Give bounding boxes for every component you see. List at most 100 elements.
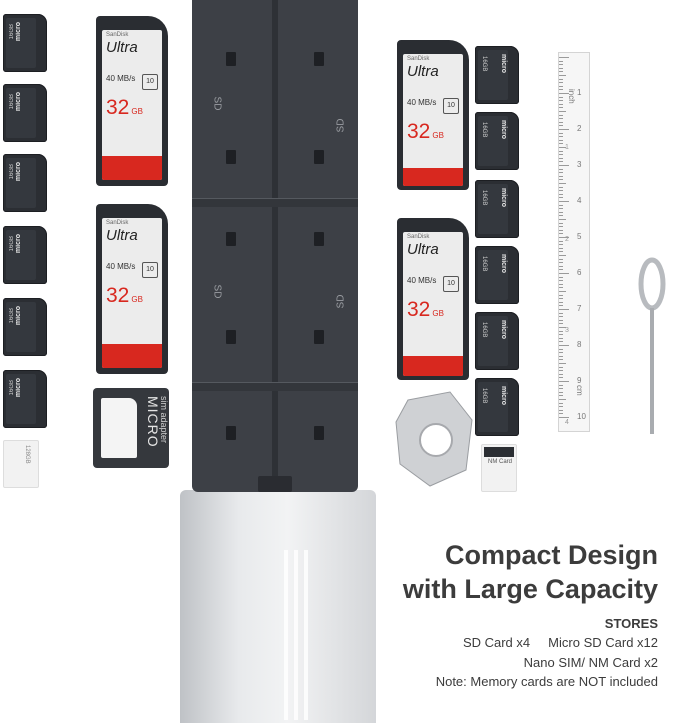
ruler-tick xyxy=(559,359,563,361)
ruler-tick xyxy=(559,399,566,400)
sim-window xyxy=(101,398,137,458)
ruler-tick xyxy=(559,373,563,375)
ruler-tick xyxy=(559,287,563,289)
sd-capacity-unit: GB xyxy=(131,107,143,116)
micro-sd-label: micro xyxy=(15,22,22,42)
case-slot xyxy=(314,52,324,66)
pin-loop xyxy=(638,257,666,311)
stores-title: STORES xyxy=(604,616,658,631)
ruler-tick xyxy=(559,165,569,166)
sd-capacity-unit: GB xyxy=(131,295,143,304)
ruler-tick xyxy=(559,107,563,109)
ruler-tick xyxy=(559,291,566,292)
ruler-tick xyxy=(559,111,566,112)
sd-red-band xyxy=(403,356,463,376)
micro-sd-label: micro xyxy=(15,234,22,254)
ruler-tick xyxy=(559,85,563,87)
ruler-tick xyxy=(559,381,569,382)
ruler-tick xyxy=(559,114,563,116)
ruler-tick xyxy=(559,402,563,404)
ruler-tick xyxy=(559,121,563,123)
ruler-tick xyxy=(559,283,563,285)
ruler-tick xyxy=(559,370,563,372)
case-slot xyxy=(314,426,324,440)
case-rib xyxy=(192,382,358,391)
micro-sd-capacity: 16GB xyxy=(9,24,15,40)
micro-sd-capacity: 16GB xyxy=(481,388,487,404)
disc-hole xyxy=(419,423,453,457)
micro-sd-capacity: 16GB xyxy=(481,122,487,138)
ruler-tick xyxy=(559,237,569,238)
ruler-cm-number: 5 xyxy=(577,232,582,241)
ruler-tick xyxy=(559,193,563,195)
ruler-cm-number: 1 xyxy=(577,88,582,97)
stores-line-2: Nano SIM/ NM Card x2 xyxy=(523,655,658,670)
ruler-tick xyxy=(559,363,566,364)
ruler-tick xyxy=(559,201,569,202)
micro-sd-capacity: 16GB xyxy=(481,56,487,72)
case-slot xyxy=(226,150,236,164)
case-slot xyxy=(314,232,324,246)
ruler-tick xyxy=(559,341,563,343)
ruler-tick xyxy=(559,154,563,156)
ruler-tick xyxy=(559,273,569,274)
sd-model: Ultra xyxy=(407,63,439,80)
card-case-tray: SD SD SD SD xyxy=(192,0,358,492)
sd-model: Ultra xyxy=(106,39,138,56)
ruler-tick xyxy=(559,413,563,415)
adapter-subtitle: sim adapter xyxy=(159,396,169,444)
micro-sd-label: micro xyxy=(15,378,22,398)
ruler-tick xyxy=(559,312,563,314)
case-latch xyxy=(258,476,292,492)
micro-sd-capacity: 16GB xyxy=(9,380,15,396)
ruler-tick xyxy=(559,269,563,271)
ruler-tick xyxy=(559,262,563,264)
sd-red-band xyxy=(403,168,463,186)
ruler-tick xyxy=(559,323,563,325)
ruler-tick xyxy=(559,330,563,332)
sd-brand: SanDisk xyxy=(407,234,430,240)
ruler-tick xyxy=(559,247,563,249)
ruler-tick xyxy=(559,240,563,242)
sd-capacity-value: 32 xyxy=(106,96,130,119)
stores-note: Note: Memory cards are NOT included xyxy=(435,674,658,689)
ruler-tick xyxy=(559,168,563,170)
stores-line-1: SD Card x4 Micro SD Card x12 xyxy=(462,635,658,650)
ruler-tick xyxy=(559,305,563,307)
ruler-tick xyxy=(559,204,563,206)
ruler-tick xyxy=(559,294,563,296)
ruler-tick xyxy=(559,139,563,141)
ruler-tick xyxy=(559,226,563,228)
case-label-sd-left: SD xyxy=(211,96,223,111)
ruler-tick xyxy=(559,255,566,256)
case-slot xyxy=(226,426,236,440)
pin-shaft xyxy=(650,308,654,434)
headline-line-1: Compact Design xyxy=(444,540,658,570)
case-label-sd-left: SD xyxy=(211,284,223,299)
ruler-unit-inch: inch xyxy=(567,89,576,104)
ruler-tick xyxy=(559,388,563,390)
ruler-tick xyxy=(559,190,563,192)
case-slot xyxy=(314,330,324,344)
nm-card-label: NM Card xyxy=(488,459,513,465)
case-slot xyxy=(314,150,324,164)
ruler-tick xyxy=(559,67,563,69)
sd-capacity-value: 32 xyxy=(407,120,431,143)
nm-card-top xyxy=(484,447,514,457)
case-center-rail xyxy=(272,0,278,492)
micro-sd-capacity: 16GB xyxy=(9,94,15,110)
case-slot xyxy=(226,52,236,66)
card-disc-tool xyxy=(395,391,473,487)
